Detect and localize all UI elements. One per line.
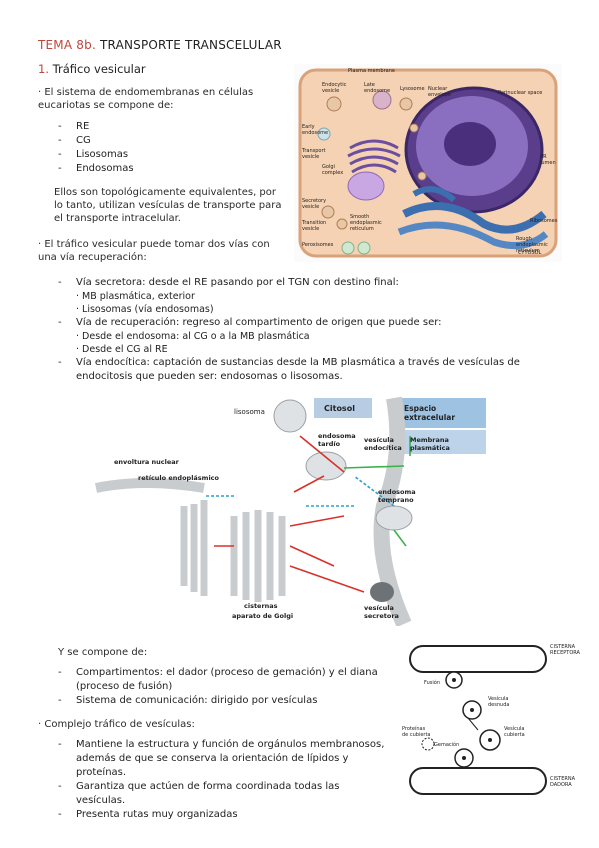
list-item: Endosomas: [58, 162, 208, 176]
fig2-label-vesicula-secretora: vesícula secretora: [364, 604, 399, 620]
fig2-label-lisosoma: lisosoma: [234, 408, 265, 416]
compone-list: Compartimentos: el dador (proceso de gem…: [58, 666, 388, 708]
cell-diagram: Plasma membrane Endocytic vesicle Late e…: [294, 64, 562, 262]
fig2-label-citosol: Citosol: [324, 404, 355, 413]
intro-paragraph: · El sistema de endomembranas en células…: [38, 87, 254, 111]
title-text: TRANSPORTE TRANSCELULAR: [99, 38, 282, 52]
list-item: CG: [58, 134, 208, 148]
budding-diagram: CISTERNA RECEPTORA Fusión Vesícula desnu…: [398, 640, 588, 806]
budding-illustration: [409, 645, 547, 795]
list-item: RE: [58, 120, 208, 134]
list-item: Mantiene la estructura y función de orgá…: [58, 738, 390, 780]
fig3-label-cubierta: Vesícula cubierta: [504, 726, 525, 738]
fig3-label-proteinas: Proteínas de cubierta: [402, 726, 431, 738]
complejo-list: Mantiene la estructura y función de orgá…: [58, 738, 390, 822]
fig3-label-fusion: Fusión: [424, 680, 440, 686]
fig1-label: Early endosome: [302, 124, 329, 136]
route-sub: · MB plasmática, exterior: [76, 291, 195, 302]
fig2-label-reticulo: retículo endoplásmico: [138, 474, 219, 482]
fig1-label: CYTOSOL: [518, 250, 542, 256]
fig1-label: Late endosome: [364, 82, 391, 94]
fig1-label: Transport vesicle: [302, 148, 326, 160]
fig2-label-endosoma-tardio: endosoma tardío: [318, 432, 356, 448]
fig1-label: Perinuclear space: [498, 90, 543, 96]
fig3-label-desnudo: Vesícula desnuda: [488, 696, 510, 708]
fig3-label-gemacion: Gemación: [434, 742, 460, 748]
list-item: Vía de recuperación: regreso al comparti…: [58, 316, 568, 356]
fig1-label: Peroxisomes: [302, 242, 334, 248]
compone-heading: Y se compone de:: [58, 647, 148, 658]
list-item: Compartimentos: el dador (proceso de gem…: [58, 666, 388, 694]
fig1-label: Smooth endoplasmic reticulum: [350, 214, 382, 232]
traffic-illustration: [94, 396, 486, 628]
route-text: Vía secretora: desde el RE pasando por e…: [76, 277, 399, 288]
section-title: Tráfico vesicular: [52, 62, 146, 76]
fig1-label: ER lumen: [540, 154, 556, 166]
list-item: Sistema de comunicación: dirigido por ve…: [58, 694, 388, 708]
fig1-label: Lysosome: [400, 86, 425, 92]
section-heading: 1. Tráfico vesicular: [38, 62, 146, 76]
fig1-label: Transition vesicle: [302, 220, 327, 232]
traffic-diagram: lisosoma Citosol Espacio extracelular en…: [94, 396, 486, 628]
route-sub: · Desde el CG al RE: [76, 344, 168, 355]
routes-list: Vía secretora: desde el RE pasando por e…: [58, 276, 568, 384]
fig3-label-dadora: CISTERNA DADORA: [550, 776, 575, 788]
fig1-label: Golgi complex: [322, 164, 344, 176]
fig1-label: Rough endoplasmic reticulum: [516, 236, 548, 254]
fig2-label-espacio: Espacio extracelular: [404, 404, 456, 422]
fig2-label-envoltura: envoltura nuclear: [114, 458, 179, 466]
fig2-label-vesicula-endocitica: vesícula endocítica: [364, 436, 402, 452]
routes-intro: · El tráfico vesicular puede tomar dos v…: [38, 239, 270, 263]
equivalence-paragraph: Ellos son topológicamente equivalentes, …: [54, 187, 282, 224]
list-item: Vía secretora: desde el RE pasando por e…: [58, 276, 568, 316]
list-item: Lisosomas: [58, 148, 208, 162]
complejo-heading: · Complejo tráfico de vesículas:: [38, 719, 195, 730]
title-number: TEMA 8b.: [38, 38, 96, 52]
fig1-label: Secretory vesicle: [302, 198, 327, 210]
fig2-label-golgi: aparato de Golgi: [232, 612, 294, 620]
route-text: Vía de recuperación: regreso al comparti…: [76, 317, 442, 328]
cell-illustration: [298, 68, 558, 258]
fig1-label: Ribosomes: [530, 218, 558, 224]
fig1-label: Plasma membrane: [348, 68, 395, 74]
fig2-label-cisternas: cisternas: [244, 602, 278, 610]
page-title: TEMA 8b. TRANSPORTE TRANSCELULAR: [38, 38, 282, 52]
section-number: 1.: [38, 62, 49, 76]
fig2-label-endosoma-temprano: endosoma temprano: [378, 488, 416, 504]
fig1-label: Nuclear envelope: [428, 86, 451, 98]
route-text: Vía endocítica: captación de sustancias …: [76, 357, 520, 382]
fig2-label-membrana: Membrana plasmática: [410, 436, 450, 452]
route-sub: · Lisosomas (vía endosomas): [76, 304, 214, 315]
list-item: Vía endocítica: captación de sustancias …: [58, 356, 568, 384]
list-item: Presenta rutas muy organizadas: [58, 808, 390, 822]
route-sub: · Desde el endosoma: al CG o a la MB pla…: [76, 331, 310, 342]
fig3-label-diana: CISTERNA RECEPTORA: [550, 644, 580, 656]
components-list: RE CG Lisosomas Endosomas: [58, 120, 208, 176]
fig1-label: Endocytic vesicle: [322, 82, 347, 94]
list-item: Garantiza que actúen de forma coordinada…: [58, 780, 390, 808]
